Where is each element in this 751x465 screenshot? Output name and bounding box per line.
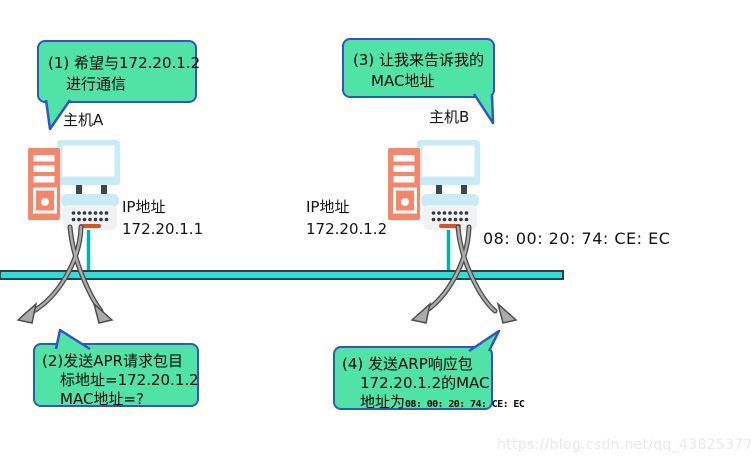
monitor-leg [101, 185, 107, 196]
host-a-ip-address: 172.20.1.1 [122, 220, 204, 238]
bubble-3-line-1: (3) 让我来告诉我的 [353, 51, 485, 69]
tower-slot [33, 165, 55, 172]
bubble-3-line-2: MAC地址 [371, 72, 435, 90]
speech-bubble-2: (2)发送APR请求包目 标地址=172.20.1.2 MAC地址=? [33, 343, 199, 408]
bubble-2-line-3: MAC地址=? [60, 390, 144, 408]
bubble-1-line-1: (1) 希望与172.20.1.2 [48, 54, 201, 72]
bubble-4-line-3-prefix: 地址为 [360, 393, 406, 411]
host-a-ip-block: IP地址 172.20.1.1 [122, 196, 203, 240]
speech-bubble-3: (3) 让我来告诉我的 MAC地址 [342, 38, 495, 98]
bubble-4-mac-address: 08: 00: 20: 74: CE: EC [405, 399, 525, 410]
hub-dots [71, 211, 109, 222]
arrowhead-right [92, 301, 114, 324]
speech-bubble-1: (1) 希望与172.20.1.2 进行通信 [37, 40, 201, 103]
host-b-ip-label: IP地址 [306, 198, 350, 216]
host-b-computer-icon [386, 138, 482, 276]
arrowhead-right [496, 301, 518, 324]
hub-accent-bar [79, 224, 101, 228]
host-a-label: 主机A [63, 111, 104, 129]
speech-bubble-4: (4) 发送ARP响应包 172.20.1.2的MAC 地址为08: 00: 2… [333, 346, 525, 411]
arrowhead-left [410, 301, 432, 324]
bubble-tails [44, 93, 501, 353]
host-b-label: 主机B [429, 108, 470, 126]
bubble-4-line-1: (4) 发送ARP响应包 [342, 355, 473, 373]
host-b-mac-address: 08: 00: 20: 74: CE: EC [483, 229, 671, 248]
bubble-1-line-2: 进行通信 [66, 75, 127, 93]
bubble-4-line-2: 172.20.1.2的MAC [360, 374, 490, 392]
bubble-2-line-1: (2)发送APR请求包目 [42, 352, 183, 370]
network-bus-line [0, 270, 564, 280]
bubble-2-line-2: 标地址=172.20.1.2 [60, 371, 199, 389]
watermark-url: https://blog.csdn.net/qq_43825377 [497, 437, 751, 453]
monitor-icon [57, 140, 120, 185]
arrowhead-left [16, 301, 38, 324]
host-b-ip-block: IP地址 172.20.1.2 [306, 196, 387, 240]
host-a-computer-icon [28, 140, 120, 274]
tower-icon [28, 148, 60, 220]
tower-slot [33, 155, 55, 162]
bubble-4-line-3: 地址为08: 00: 20: 74: CE: EC [342, 393, 525, 414]
host-a-ip-label: IP地址 [122, 198, 166, 216]
hub-keyboard-icon [63, 205, 117, 230]
tower-power-dot [41, 198, 49, 206]
monitor-screen [62, 145, 115, 177]
host-b-ip-address: 172.20.1.2 [306, 220, 388, 238]
broadcast-arrows-host-a [16, 224, 114, 324]
hub-base [61, 194, 119, 207]
tower-slot [33, 176, 55, 183]
monitor-leg [76, 185, 82, 196]
tower-drive-bay [33, 187, 57, 214]
